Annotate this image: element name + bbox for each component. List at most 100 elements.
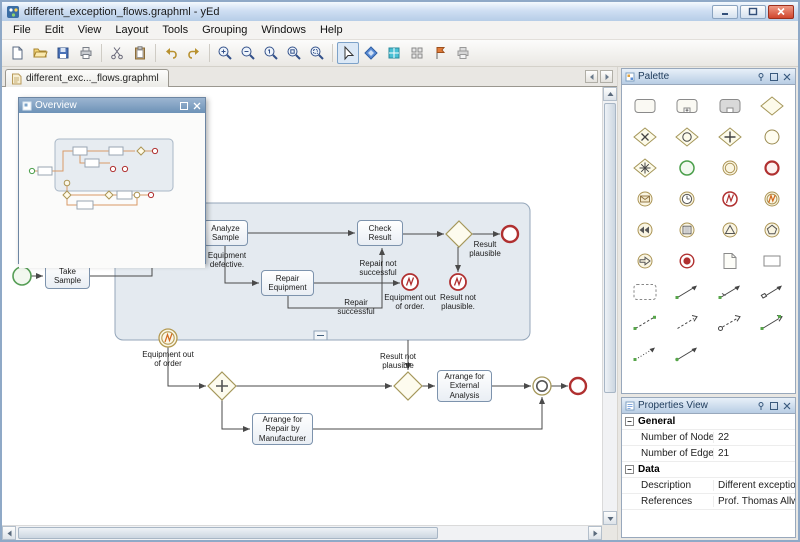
node-check-result[interactable]: Check Result [357,220,403,246]
menu-grouping[interactable]: Grouping [202,24,248,36]
edge-arrange-repair-merge[interactable] [313,397,545,430]
prop-value[interactable]: 22 [713,432,795,443]
edge-analyze-repair[interactable] [224,246,259,286]
palette-item-event-based-gateway[interactable] [666,121,708,152]
menu-layout[interactable]: Layout [115,24,149,36]
maximize-button[interactable] [740,4,766,19]
scroll-up-button[interactable] [603,87,617,101]
edge-boundary-parallel[interactable] [167,347,206,389]
scroll-right-button[interactable] [588,526,602,540]
palette-item-link-event[interactable] [624,245,666,276]
palette-item-error-event[interactable] [709,183,751,214]
overview-thumbnail[interactable] [19,113,205,268]
palette-item-exclusive-gateway[interactable] [624,121,666,152]
collapse-icon[interactable] [625,417,634,426]
palette-item-task[interactable] [624,90,666,121]
palette-item-conditional-event[interactable] [666,214,708,245]
label-equipment-defective[interactable]: Equipment defective. [207,251,247,270]
horizontal-scroll-thumb[interactable] [18,527,438,539]
document-tab[interactable]: different_exc..._flows.graphml [5,69,169,87]
palette-item-text-annotation[interactable] [751,245,793,276]
toolbar-button-zoom-out[interactable] [237,42,259,64]
scroll-left-button[interactable] [2,526,16,540]
prop-value[interactable]: Prof. Thomas Allwe... [713,496,795,507]
error-event-equipment[interactable] [401,273,419,291]
overview-header[interactable]: Overview [19,98,205,113]
menu-view[interactable]: View [77,24,102,36]
label-equipment-out-of-order-error[interactable]: Equipment out of order. [384,293,436,312]
node-analyze-sample[interactable]: Analyze Sample [203,220,248,246]
palette-item-terminate-event[interactable] [666,245,708,276]
close-panel-icon[interactable] [192,101,202,111]
label-result-not-plausible-error[interactable]: Result not plausible. [439,293,477,312]
toolbar-button-print[interactable] [75,42,97,64]
palette-item-link-edge[interactable] [751,307,793,338]
toolbar-button-fit-content[interactable] [283,42,305,64]
scroll-down-button[interactable] [603,511,617,525]
pin-panel-icon[interactable] [756,72,766,82]
toolbar-button-edit-mode[interactable] [337,42,359,64]
node-arrange-repair-manufacturer[interactable]: Arrange for Repair by Manufacturer [252,413,313,445]
toolbar-button-grid[interactable] [406,42,428,64]
palette-item-event[interactable] [751,121,793,152]
palette-item-directed-association[interactable] [666,307,708,338]
palette-item-message-event[interactable] [624,183,666,214]
palette-item-default-flow[interactable] [709,276,751,307]
node-arrange-external-analysis[interactable]: Arrange for External Analysis [437,370,492,402]
close-panel-icon[interactable] [782,72,792,82]
prev-view-button[interactable] [585,70,598,83]
toolbar-button-open[interactable] [29,42,51,64]
palette-item-end-event[interactable] [751,152,793,183]
palette-item-start-event[interactable] [666,152,708,183]
float-panel-icon[interactable] [769,72,779,82]
edge-repair-check[interactable] [287,248,385,309]
palette-item-signal-throw-event[interactable] [751,183,793,214]
collapse-icon[interactable] [625,465,634,474]
palette-header[interactable]: Palette [622,69,795,85]
label-repair-successful[interactable]: Repair successful [337,298,375,317]
toolbar-button-modules[interactable] [383,42,405,64]
node-repair-equipment[interactable]: Repair Equipment [261,270,314,296]
diagram-canvas[interactable]: Take Sample Analyze Sample Check Result … [2,87,602,525]
edge-parallel-arrange-repair[interactable] [221,400,250,432]
vertical-scrollbar[interactable] [602,87,617,525]
float-panel-icon[interactable] [179,101,189,111]
group-collapse-button[interactable] [313,330,328,341]
palette-item-multiple-event[interactable] [751,214,793,245]
palette-item-subprocess[interactable] [666,90,708,121]
palette-item-timer-event[interactable] [666,183,708,214]
toolbar-button-zoom-actual-size[interactable] [260,42,282,64]
palette-item-association[interactable] [624,307,666,338]
boundary-event-equipment[interactable] [158,328,178,348]
prop-value[interactable]: Different exceptio... [713,480,795,491]
toolbar-button-snap-lines[interactable] [429,42,451,64]
palette-item-data-object[interactable] [709,245,751,276]
toolbar-button-paste[interactable] [129,42,151,64]
palette-item-plain-edge[interactable] [666,338,708,369]
toolbar-button-zoom-area[interactable] [306,42,328,64]
palette-item-conditional-flow[interactable] [751,276,793,307]
palette-item-signal-event[interactable] [709,214,751,245]
palette-item-message-flow[interactable] [709,307,751,338]
gateway-plausible[interactable] [445,220,473,248]
gateway-not-plausible[interactable] [393,371,423,401]
toolbar-button-cut[interactable] [106,42,128,64]
toolbar-button-print-preview[interactable] [452,42,474,64]
toolbar-button-zoom-in[interactable] [214,42,236,64]
palette-item-gateway[interactable] [751,90,793,121]
label-equipment-out-of-order[interactable]: Equipment out of order [142,350,194,369]
minimize-button[interactable] [712,4,738,19]
toolbar-button-new-document[interactable] [6,42,28,64]
toolbar-button-save[interactable] [52,42,74,64]
label-result-plausible[interactable]: Result plausible [469,240,501,259]
menu-edit[interactable]: Edit [44,24,64,36]
titlebar[interactable]: different_exception_flows.graphml - yEd [2,2,798,21]
merge-event[interactable] [532,376,552,396]
palette-item-intermediate-event[interactable] [709,152,751,183]
close-panel-icon[interactable] [782,401,792,411]
float-panel-icon[interactable] [769,401,779,411]
menu-windows[interactable]: Windows [261,24,306,36]
menu-tools[interactable]: Tools [162,24,189,36]
end-event-bottom[interactable] [568,376,588,396]
label-repair-not-successful[interactable]: Repair not successful [359,259,397,278]
